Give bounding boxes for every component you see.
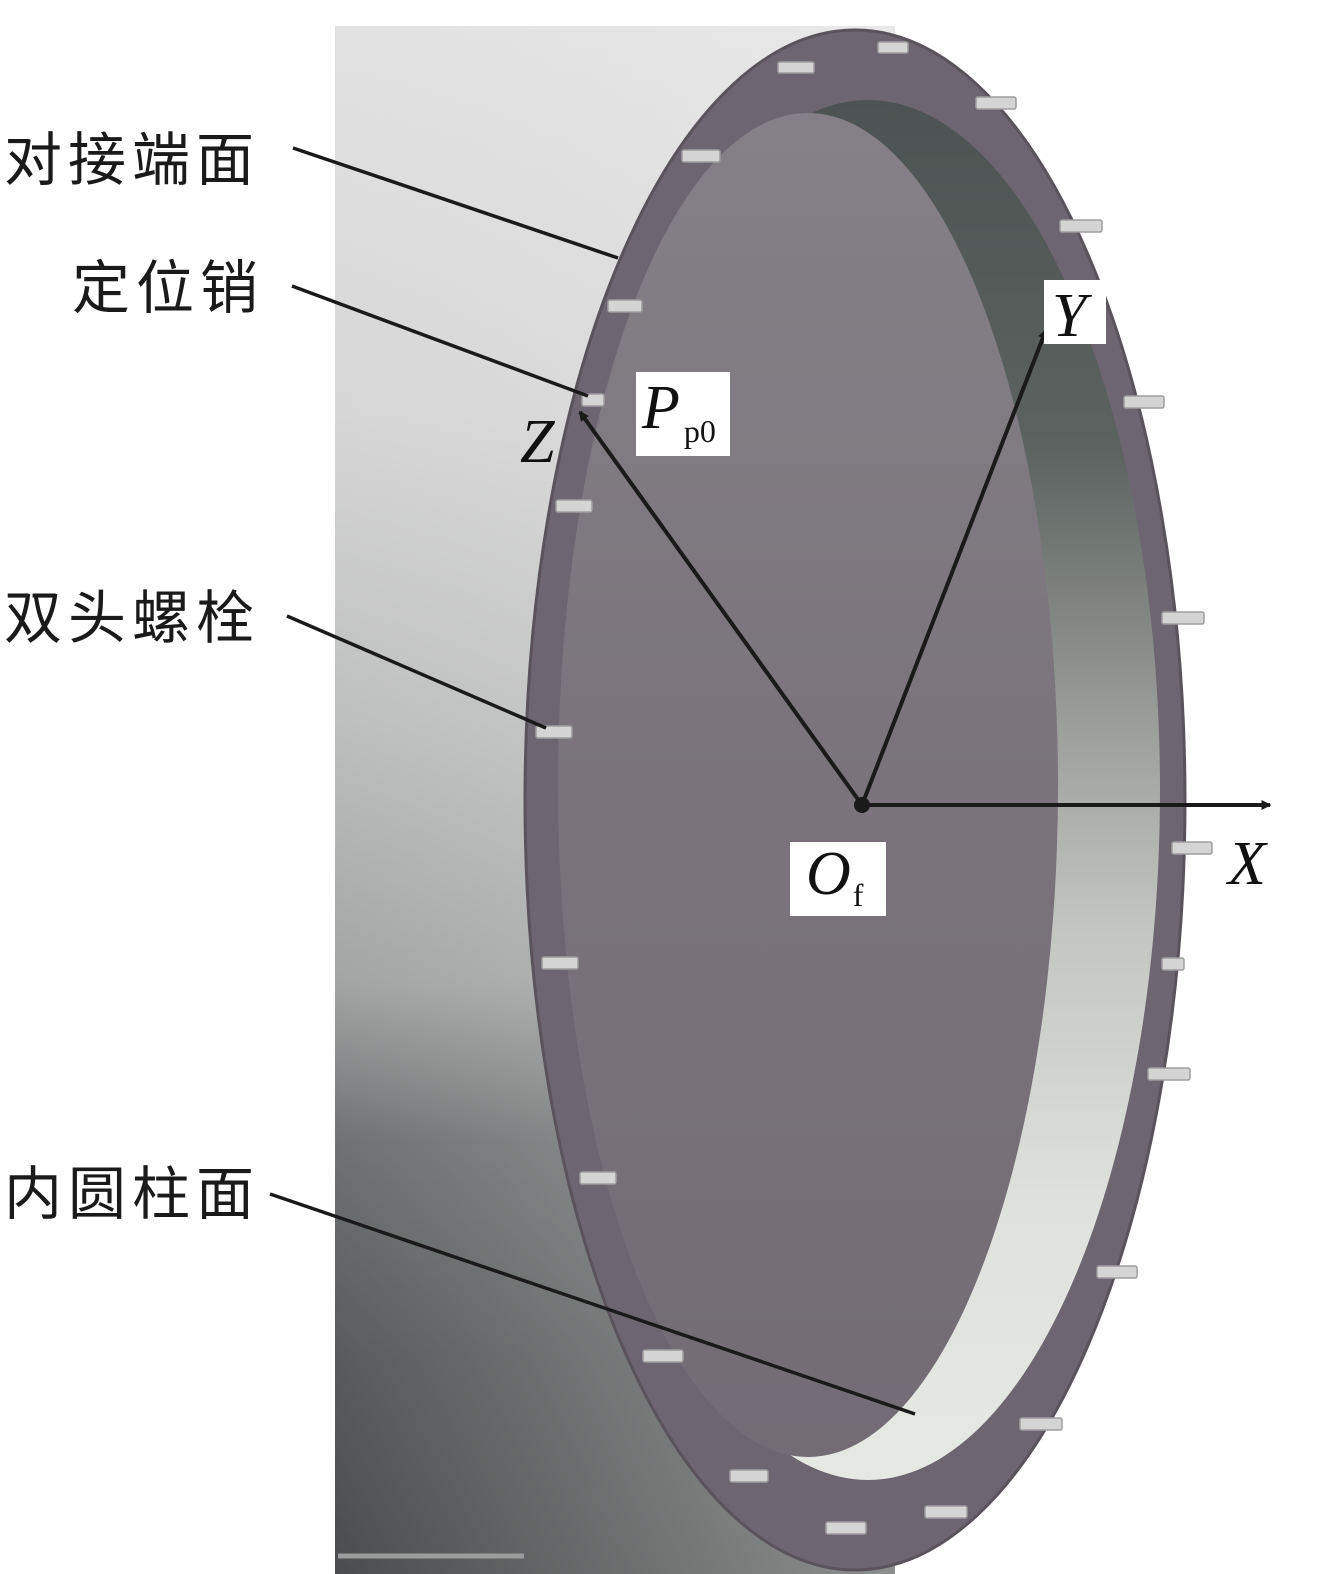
stud-bolt xyxy=(825,1521,867,1535)
stud-bolt xyxy=(1096,1265,1138,1279)
callout-labels: 对接端面 定位销 双头螺栓 内圆柱面 xyxy=(4,126,264,1228)
stud-bolt xyxy=(681,149,721,163)
origin-dot-icon xyxy=(854,797,870,813)
stud-bolt xyxy=(541,956,579,970)
stud-bolt xyxy=(777,61,815,74)
y-axis-arrow xyxy=(860,328,1048,806)
recessed-face xyxy=(558,113,1058,1457)
label-stud-bolt: 双头螺栓 xyxy=(4,584,260,652)
coordinate-axes xyxy=(578,328,1272,813)
z-axis-label: Z xyxy=(520,408,555,476)
stud-bolt xyxy=(1161,611,1205,625)
stud-bolt xyxy=(1059,219,1103,233)
label-docking-face: 对接端面 xyxy=(4,126,260,194)
label-inner-cylinder: 内圆柱面 xyxy=(4,1160,260,1228)
stud-bolt xyxy=(555,499,593,513)
stud-bolt xyxy=(877,41,909,54)
stud-bolt xyxy=(1171,841,1213,855)
stud-bolt xyxy=(729,1469,769,1483)
leader-stud-bolt xyxy=(286,614,547,730)
stud-bolt xyxy=(924,1505,968,1519)
leader-lines xyxy=(269,146,916,1416)
stud-bolt xyxy=(975,96,1017,110)
y-axis-label: Y xyxy=(1052,282,1092,350)
bolt-group xyxy=(535,41,1213,1535)
stud-bolt xyxy=(1123,395,1165,409)
stud-bolt xyxy=(1147,1067,1191,1081)
stud-bolt xyxy=(607,299,643,313)
stud-bolt xyxy=(1161,957,1185,971)
stud-bolt xyxy=(579,1171,617,1185)
stud-bolt xyxy=(1019,1417,1063,1431)
leader-locating-pin xyxy=(291,284,589,398)
origin-of-label: Of xyxy=(806,840,864,913)
label-locating-pin: 定位销 xyxy=(72,254,264,322)
leader-inner-cylinder xyxy=(269,1192,916,1416)
x-axis-label: X xyxy=(1225,830,1268,898)
leader-docking-face xyxy=(292,146,619,260)
z-axis-arrow xyxy=(578,410,864,807)
stud-bolt xyxy=(642,1349,684,1363)
